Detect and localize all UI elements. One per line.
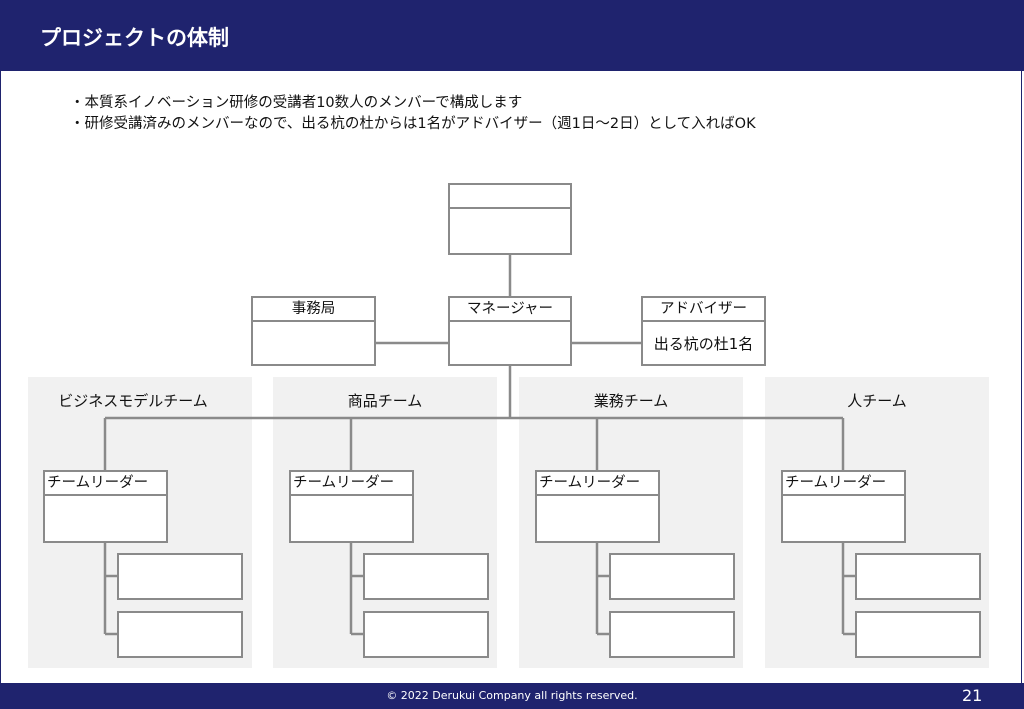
manager-box: マネージャー — [448, 296, 572, 366]
team-leader-label: チームリーダー — [291, 472, 412, 496]
team-leader-box: チームリーダー — [535, 470, 660, 543]
member-box — [117, 553, 243, 600]
advisor-detail: 出る杭の杜1名 — [653, 334, 754, 353]
team-leader-box: チームリーダー — [289, 470, 414, 543]
page-title: プロジェクトの体制 — [40, 26, 229, 50]
advisor-box: アドバイザー 出る杭の杜1名 — [641, 296, 766, 366]
footer-bar — [0, 683, 1024, 709]
team-leader-label: チームリーダー — [45, 472, 166, 496]
member-box — [363, 611, 489, 658]
team-title-operations: 業務チーム — [593, 392, 669, 410]
top-role-box — [448, 183, 572, 255]
manager-label: マネージャー — [450, 298, 570, 322]
header-bar: プロジェクトの体制 — [0, 0, 1024, 71]
team-leader-box: チームリーダー — [781, 470, 906, 543]
bullet-list: ・本質系イノベーション研修の受講者10数人のメンバーで構成します ・研修受講済み… — [70, 93, 756, 135]
bullet-item: ・研修受講済みのメンバーなので、出る杭の杜からは1名がアドバイザー（週1日〜2日… — [70, 116, 756, 132]
office-label: 事務局 — [253, 298, 374, 322]
member-box — [609, 553, 735, 600]
member-box — [363, 553, 489, 600]
member-box — [609, 611, 735, 658]
team-title-business-model: ビジネスモデルチーム — [58, 392, 208, 410]
member-box — [855, 553, 981, 600]
top-role-box-header — [450, 185, 570, 209]
member-box — [855, 611, 981, 658]
team-title-product: 商品チーム — [347, 392, 423, 410]
member-box — [117, 611, 243, 658]
office-box: 事務局 — [251, 296, 376, 366]
team-leader-label: チームリーダー — [537, 472, 658, 496]
advisor-label: アドバイザー — [643, 298, 764, 322]
copyright-text: © 2022 Derukui Company all rights reserv… — [386, 689, 638, 702]
team-leader-box: チームリーダー — [43, 470, 168, 543]
page-number: 21 — [962, 686, 983, 705]
team-title-people: 人チーム — [847, 392, 907, 410]
team-leader-label: チームリーダー — [783, 472, 904, 496]
bullet-item: ・本質系イノベーション研修の受講者10数人のメンバーで構成します — [70, 95, 523, 111]
